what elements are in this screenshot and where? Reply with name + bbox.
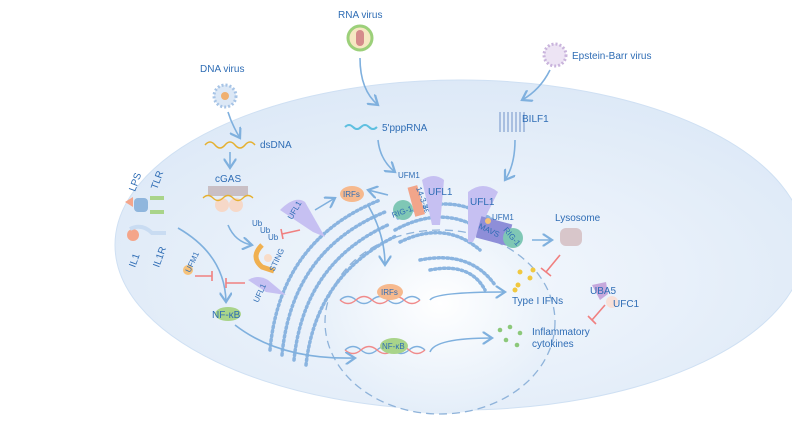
- dsdna-icon: [204, 141, 256, 149]
- ufl1-icon: [280, 199, 325, 237]
- irfs-icon: [340, 186, 364, 202]
- nfkb-cytoplasm-label: NF-κB: [212, 310, 241, 321]
- ub-label-1: Ub: [252, 219, 263, 228]
- rig1-icon: [393, 200, 413, 220]
- 5ppprna-icon: [344, 124, 378, 130]
- ub-label-2: Ub: [260, 226, 271, 235]
- ufl1-icon: [468, 186, 498, 242]
- dna-virus-label: DNA virus: [200, 64, 244, 75]
- sting-icon: [253, 243, 275, 274]
- dna-virus-icon: [212, 83, 238, 109]
- lysosome-icon: [560, 228, 582, 246]
- ufl1-icon: [422, 176, 444, 225]
- epstein-barr-virus-icon: [542, 42, 568, 68]
- cytokine-dots: [497, 324, 523, 348]
- ebv-label: Epstein-Barr virus: [572, 51, 651, 62]
- 5ppprna-label: 5'pppRNA: [382, 123, 428, 134]
- dsdna-label: dsDNA: [260, 140, 292, 151]
- il1r-receptor-icon: [127, 224, 166, 241]
- irfs-top-label: IRFs: [343, 190, 360, 199]
- ufc1-label: UFC1: [613, 299, 640, 310]
- cgas-icon: [202, 186, 254, 212]
- ufl1-er-label: UFL1: [428, 187, 453, 198]
- uba5-label: UBA5: [590, 286, 617, 297]
- irfs-icon: [377, 284, 403, 300]
- nfkb-icon: [215, 307, 241, 321]
- bilf1-receptor-icon: [499, 112, 525, 132]
- ufl1-mavs-label: UFL1: [470, 197, 495, 208]
- il1-label: IL1: [127, 252, 142, 269]
- ufc1-icon: [606, 296, 618, 308]
- rna-virus-label: RNA virus: [338, 10, 382, 21]
- cytokines-label-2: cytokines: [532, 339, 574, 350]
- endoplasmic-reticulum: [268, 198, 507, 367]
- ufm1-mavs-label: UFM1: [492, 213, 514, 222]
- bilf1-label: BILF1: [522, 114, 549, 125]
- cgas-label: cGAS: [215, 174, 241, 185]
- nfkb-icon: [380, 338, 408, 354]
- rig1-icon: [503, 228, 523, 248]
- uba5-icon: [592, 282, 608, 300]
- ufl1-icon: [248, 277, 286, 295]
- ifn-dots: [512, 267, 536, 293]
- nfkb-nucleus-label: NF-κB: [382, 342, 405, 351]
- tlr-receptor-icon: [125, 196, 164, 214]
- 14-3-3-icon: [407, 185, 425, 217]
- type-i-ifns-label: Type I IFNs: [512, 296, 563, 307]
- irfs-nucleus-label: IRFs: [381, 288, 398, 297]
- lysosome-label: Lysosome: [555, 213, 601, 224]
- ufm1-rig1-label: UFM1: [398, 171, 420, 180]
- nucleus: [324, 229, 556, 415]
- cytokines-label-1: Inflammatory: [532, 327, 590, 338]
- ub-label-3: Ub: [268, 233, 279, 242]
- ufm1-icon: [183, 265, 193, 275]
- rna-virus-icon: [346, 24, 374, 52]
